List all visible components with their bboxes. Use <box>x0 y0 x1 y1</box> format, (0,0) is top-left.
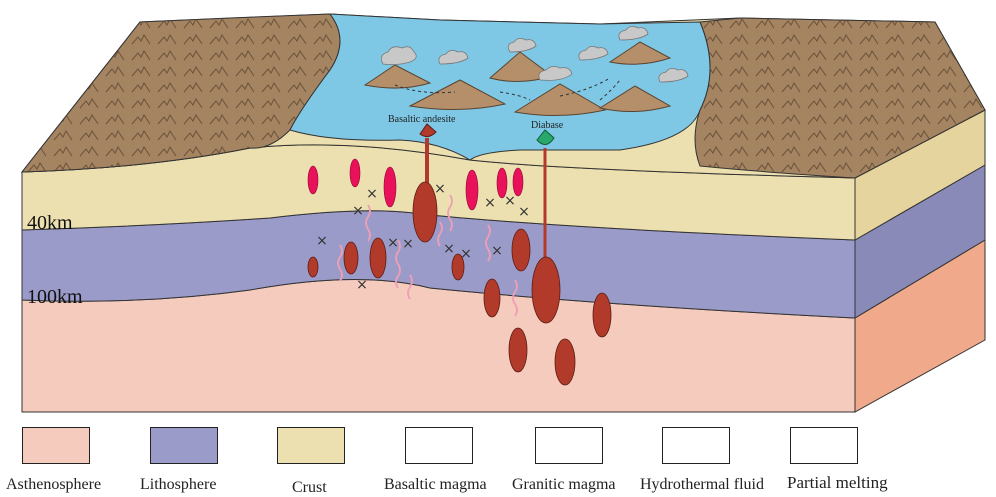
partial-melting-marks: × × × × × × × × × × × × × <box>316 181 530 293</box>
legend-label-melting: Partial melting <box>787 473 888 492</box>
legend-label-basaltic: Basaltic magma <box>384 476 487 493</box>
diabase-vent <box>536 129 555 145</box>
diabase-label: Diabase <box>531 120 564 131</box>
hydrothermal-fluids <box>337 194 518 317</box>
legend-label-granitic: Granitic magma <box>512 476 616 493</box>
svg-text:×: × <box>484 195 496 211</box>
granitic-magma-bodies <box>307 158 524 211</box>
svg-text:×: × <box>387 235 399 251</box>
depth-label-100km: 100km <box>27 286 83 308</box>
legend-label-asthenosphere: Asthenosphere <box>6 476 102 493</box>
svg-text:×: × <box>352 203 364 219</box>
basaltic-andesite-vent <box>419 123 437 138</box>
basaltic-magma-bodies <box>307 181 612 386</box>
legend-label-hydrothermal: Hydrothermal fluid <box>640 476 764 493</box>
svg-text:×: × <box>491 243 503 259</box>
svg-text:×: × <box>366 186 378 202</box>
basaltic-andesite-label: Basaltic andesite <box>388 114 456 125</box>
legend-label-crust: Crust <box>292 479 327 496</box>
svg-text:×: × <box>316 233 328 249</box>
legend-asthenosphere-swatch <box>22 427 90 464</box>
depth-label-40km: 40km <box>27 212 73 234</box>
svg-text:×: × <box>460 246 472 262</box>
legend-crust-swatch <box>277 427 345 464</box>
svg-text:×: × <box>434 181 446 197</box>
legend-basaltic-box <box>405 427 473 464</box>
svg-text:×: × <box>518 204 530 220</box>
legend-melting-box <box>790 427 858 464</box>
legend-hydrothermal-box <box>662 427 730 464</box>
svg-text:×: × <box>402 236 414 252</box>
legend-granitic-box <box>535 427 603 464</box>
svg-text:×: × <box>356 277 368 293</box>
legend-label-lithosphere: Lithosphere <box>140 476 217 493</box>
legend-lithosphere-swatch <box>150 427 218 464</box>
arc-connection-lines <box>394 77 621 101</box>
volcanic-plumes <box>380 26 689 83</box>
svg-text:×: × <box>504 193 516 209</box>
svg-text:×: × <box>443 241 455 257</box>
ocean-basin <box>289 13 711 161</box>
